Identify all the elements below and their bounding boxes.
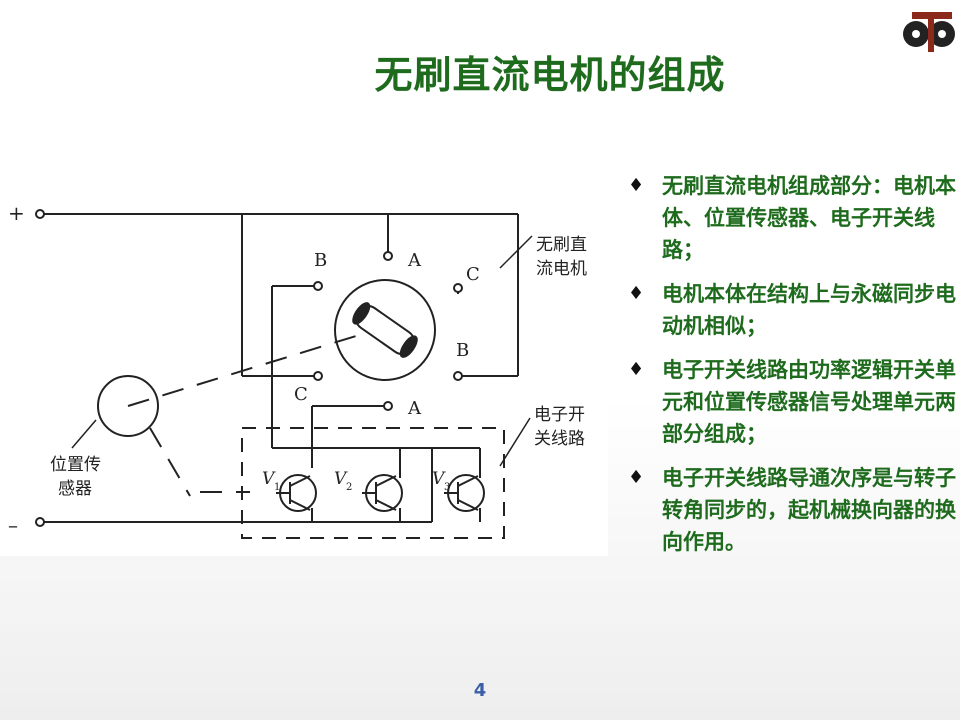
page-number: 4 [473, 680, 487, 701]
motor-label-1: 无刷直 [536, 235, 587, 255]
switch-label-1: 电子开 [534, 405, 585, 425]
diamond-bullet-icon: ♦ [628, 359, 645, 380]
negative-terminal [35, 517, 45, 527]
v2-subscript: 2 [346, 482, 352, 493]
sensor-label-1: 位置传 [50, 455, 101, 475]
bullet-list: ♦ 无刷直流电机组成部分：电机本体、位置传感器、电子开关线路； ♦ 电机本体在结… [624, 170, 960, 570]
slide-title: 无刷直流电机的组成 [374, 53, 726, 97]
bullet-item: ♦ 电子开关线路由功率逻辑开关单元和位置传感器信号处理单元两部分组成； [624, 354, 960, 450]
v1-subscript: 1 [274, 482, 280, 493]
bullet-item: ♦ 电子开关线路导通次序是与转子转角同步的，起机械换向器的换向作用。 [624, 462, 960, 558]
bullet-item: ♦ 无刷直流电机组成部分：电机本体、位置传感器、电子开关线路； [624, 170, 960, 266]
diamond-bullet-icon: ♦ [628, 283, 645, 304]
bullet-text: 电子开关线路导通次序是与转子转角同步的，起机械换向器的换向作用。 [662, 465, 956, 554]
bullet-text: 电子开关线路由功率逻辑开关单元和位置传感器信号处理单元两部分组成； [662, 357, 956, 446]
diamond-bullet-icon: ♦ [628, 175, 645, 196]
sensor-label-2: 感器 [58, 479, 92, 499]
bullet-item: ♦ 电机本体在结构上与永磁同步电动机相似； [624, 278, 960, 342]
v1-label: V [262, 469, 276, 489]
positive-terminal [35, 209, 45, 219]
bldc-circuit-diagram: + – 无刷直 流电机 电子开 关线路 位置传 感器 B A C B C A V… [0, 148, 608, 556]
v3-label: V [432, 469, 446, 489]
logo-icon [903, 12, 955, 52]
v2-label: V [334, 469, 348, 489]
terminal-b-prime-label: B [456, 340, 469, 361]
bullet-text: 电机本体在结构上与永磁同步电动机相似； [662, 281, 956, 338]
minus-label: – [8, 513, 18, 537]
bullet-text: 无刷直流电机组成部分：电机本体、位置传感器、电子开关线路； [662, 173, 956, 262]
switch-label-2: 关线路 [534, 429, 585, 449]
terminal-a-prime-label: A [407, 398, 422, 419]
motor-label-2: 流电机 [536, 259, 587, 279]
rotor [334, 279, 436, 381]
v3-subscript: 3 [444, 482, 450, 493]
diamond-bullet-icon: ♦ [628, 467, 645, 488]
terminal-b-label: B [314, 250, 327, 271]
terminal-c-prime-label: C [466, 264, 480, 285]
plus-label: + [8, 201, 25, 225]
terminal-c-label: C [294, 384, 308, 405]
switch-box [241, 427, 505, 539]
terminal-a-label: A [407, 250, 422, 271]
position-sensor [97, 375, 159, 437]
